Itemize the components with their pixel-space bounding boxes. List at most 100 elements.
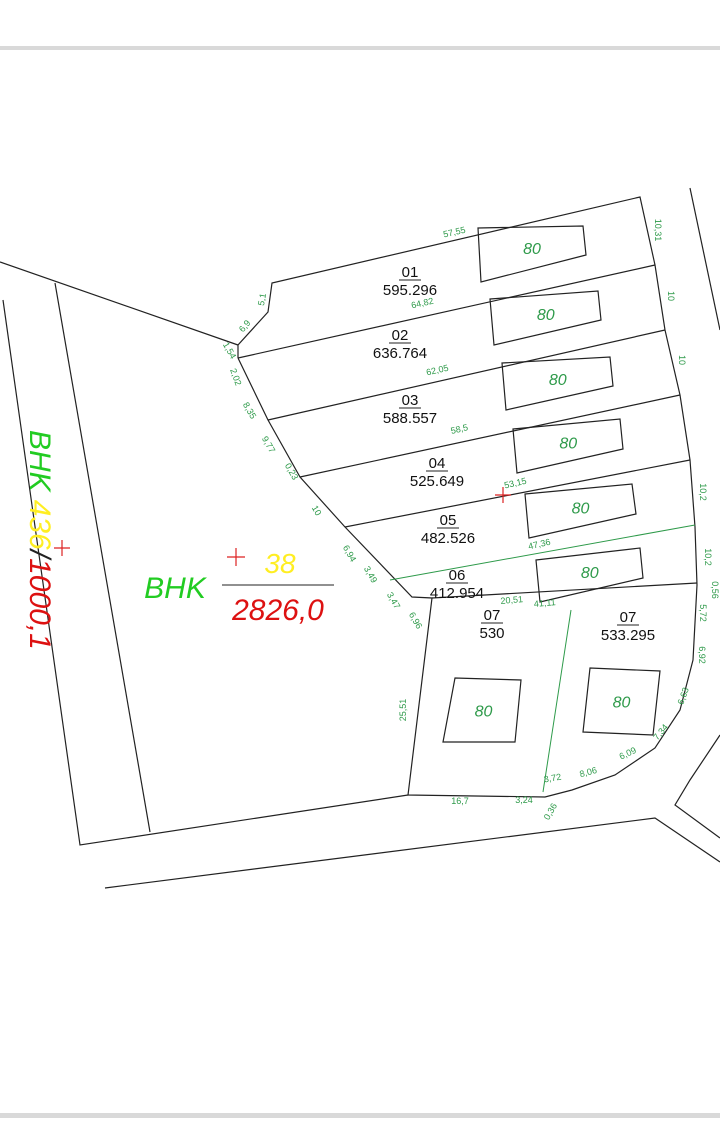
building-label: 80 xyxy=(475,704,493,721)
lot-line xyxy=(267,329,666,421)
dimension-label: 5,72 xyxy=(698,604,708,622)
main-parcel-number: 38 xyxy=(264,548,296,579)
main-parcel-label: BHK 38 2826,0 xyxy=(144,548,334,627)
survey-marker-icon xyxy=(495,487,511,503)
main-parcel-prefix: BHK xyxy=(144,572,208,605)
dimension-label: 10 xyxy=(666,291,676,301)
dimension-label: 9,77 xyxy=(260,434,277,454)
parcel-id: 04 xyxy=(429,455,446,472)
building-label: 80 xyxy=(581,565,599,582)
dimension-label: 10,31 xyxy=(653,219,663,242)
parcel-id: 01 xyxy=(402,264,419,281)
dimension-label: 0,56 xyxy=(710,581,720,599)
side-parcel-number: 436 xyxy=(23,500,56,550)
dimension-label: 10,2 xyxy=(703,548,713,566)
building-label: 80 xyxy=(537,307,555,324)
building-label: 80 xyxy=(549,372,567,389)
dimension-label: 62,05 xyxy=(425,363,449,378)
building-footprint xyxy=(489,290,602,346)
building-footprint xyxy=(501,356,614,411)
dimension-label: 10,2 xyxy=(698,483,708,501)
dimension-label: 58,5 xyxy=(450,422,469,436)
dimension-label: 41,11 xyxy=(533,597,556,609)
dimension-label: 2,02 xyxy=(228,367,243,387)
dimension-label: 53,15 xyxy=(503,476,527,491)
division-lines xyxy=(389,524,696,793)
lot-line xyxy=(237,264,656,359)
dimension-label: 8,06 xyxy=(578,765,598,779)
building-label: 80 xyxy=(572,501,590,518)
lot-line xyxy=(299,394,681,478)
side-parcel-area: 1000,1 xyxy=(23,558,56,650)
dimension-label: 0,36 xyxy=(542,801,559,821)
boundary-line xyxy=(674,734,720,839)
building-footprint xyxy=(535,547,644,603)
boundary-line xyxy=(2,299,409,846)
survey-marker-icon xyxy=(227,548,245,566)
dimension-label: 6,96 xyxy=(407,610,424,630)
dimension-label: 3,72 xyxy=(543,772,562,785)
parcel-id: 05 xyxy=(440,512,457,529)
building-footprint xyxy=(477,225,587,283)
survey-marker-icon xyxy=(54,540,70,556)
dimension-label: 10 xyxy=(677,355,687,365)
parcel-id: 06 xyxy=(449,567,466,584)
boundary-lines xyxy=(0,187,720,889)
parcel-id: 02 xyxy=(392,327,409,344)
parcel-outline xyxy=(237,196,698,798)
dimension-label: 20,51 xyxy=(500,594,523,606)
dimension-label: 6,94 xyxy=(341,543,358,563)
parcel-area: 595.296 xyxy=(383,282,437,299)
building-label: 80 xyxy=(613,695,631,712)
building-footprint xyxy=(512,418,624,474)
lot-line xyxy=(344,459,691,528)
parcel-area: 636.764 xyxy=(373,345,427,362)
boundary-line xyxy=(54,282,151,833)
boundary-line xyxy=(0,261,239,346)
side-parcel-separator: / xyxy=(23,548,56,561)
parcel-area: 588.557 xyxy=(383,410,437,427)
side-parcel-label: BHK436/1000,1 xyxy=(23,430,56,650)
parcel-area: 530 xyxy=(479,625,504,642)
dimension-label: 57,55 xyxy=(442,225,466,240)
dimension-label: 3,49 xyxy=(362,564,379,584)
parcel-id: 07 xyxy=(484,607,501,624)
building-footprint xyxy=(582,667,661,736)
parcel-area: 412.954 xyxy=(430,585,484,602)
parcel-area: 533.295 xyxy=(601,627,655,644)
dimension-label: 5,1 xyxy=(256,292,268,306)
dimension-label: 6,09 xyxy=(618,745,638,761)
dimension-label: 16,7 xyxy=(451,796,469,806)
division-line xyxy=(542,609,572,793)
buildings: 80 80 80 80 80 80 80 80 xyxy=(442,225,661,743)
parcel-area: 482.526 xyxy=(421,530,475,547)
svg-text:BHK436/1000,1: BHK436/1000,1 xyxy=(23,430,56,650)
bottom-border xyxy=(0,1113,720,1118)
dimension-label: 8,35 xyxy=(241,400,258,420)
dimension-label: 0,23 xyxy=(283,461,300,481)
road-line xyxy=(104,817,720,889)
dimension-label: 6,92 xyxy=(697,646,707,664)
dimension-label: 6,63 xyxy=(675,686,690,706)
dimension-label: 3,47 xyxy=(385,590,402,610)
lot-line xyxy=(431,582,698,599)
dimension-label: 64,82 xyxy=(410,296,434,311)
parcel-id: 07 xyxy=(620,609,637,626)
main-parcel-area: 2826,0 xyxy=(231,594,324,627)
building-label: 80 xyxy=(523,241,541,258)
dimension-label: 10 xyxy=(310,504,324,518)
dimension-label: 1,54 xyxy=(221,340,238,360)
division-line xyxy=(389,524,696,581)
building-footprint xyxy=(442,677,522,743)
building-label: 80 xyxy=(559,436,577,453)
dimension-label: 3,24 xyxy=(515,795,533,805)
parcel-id: 03 xyxy=(402,392,419,409)
